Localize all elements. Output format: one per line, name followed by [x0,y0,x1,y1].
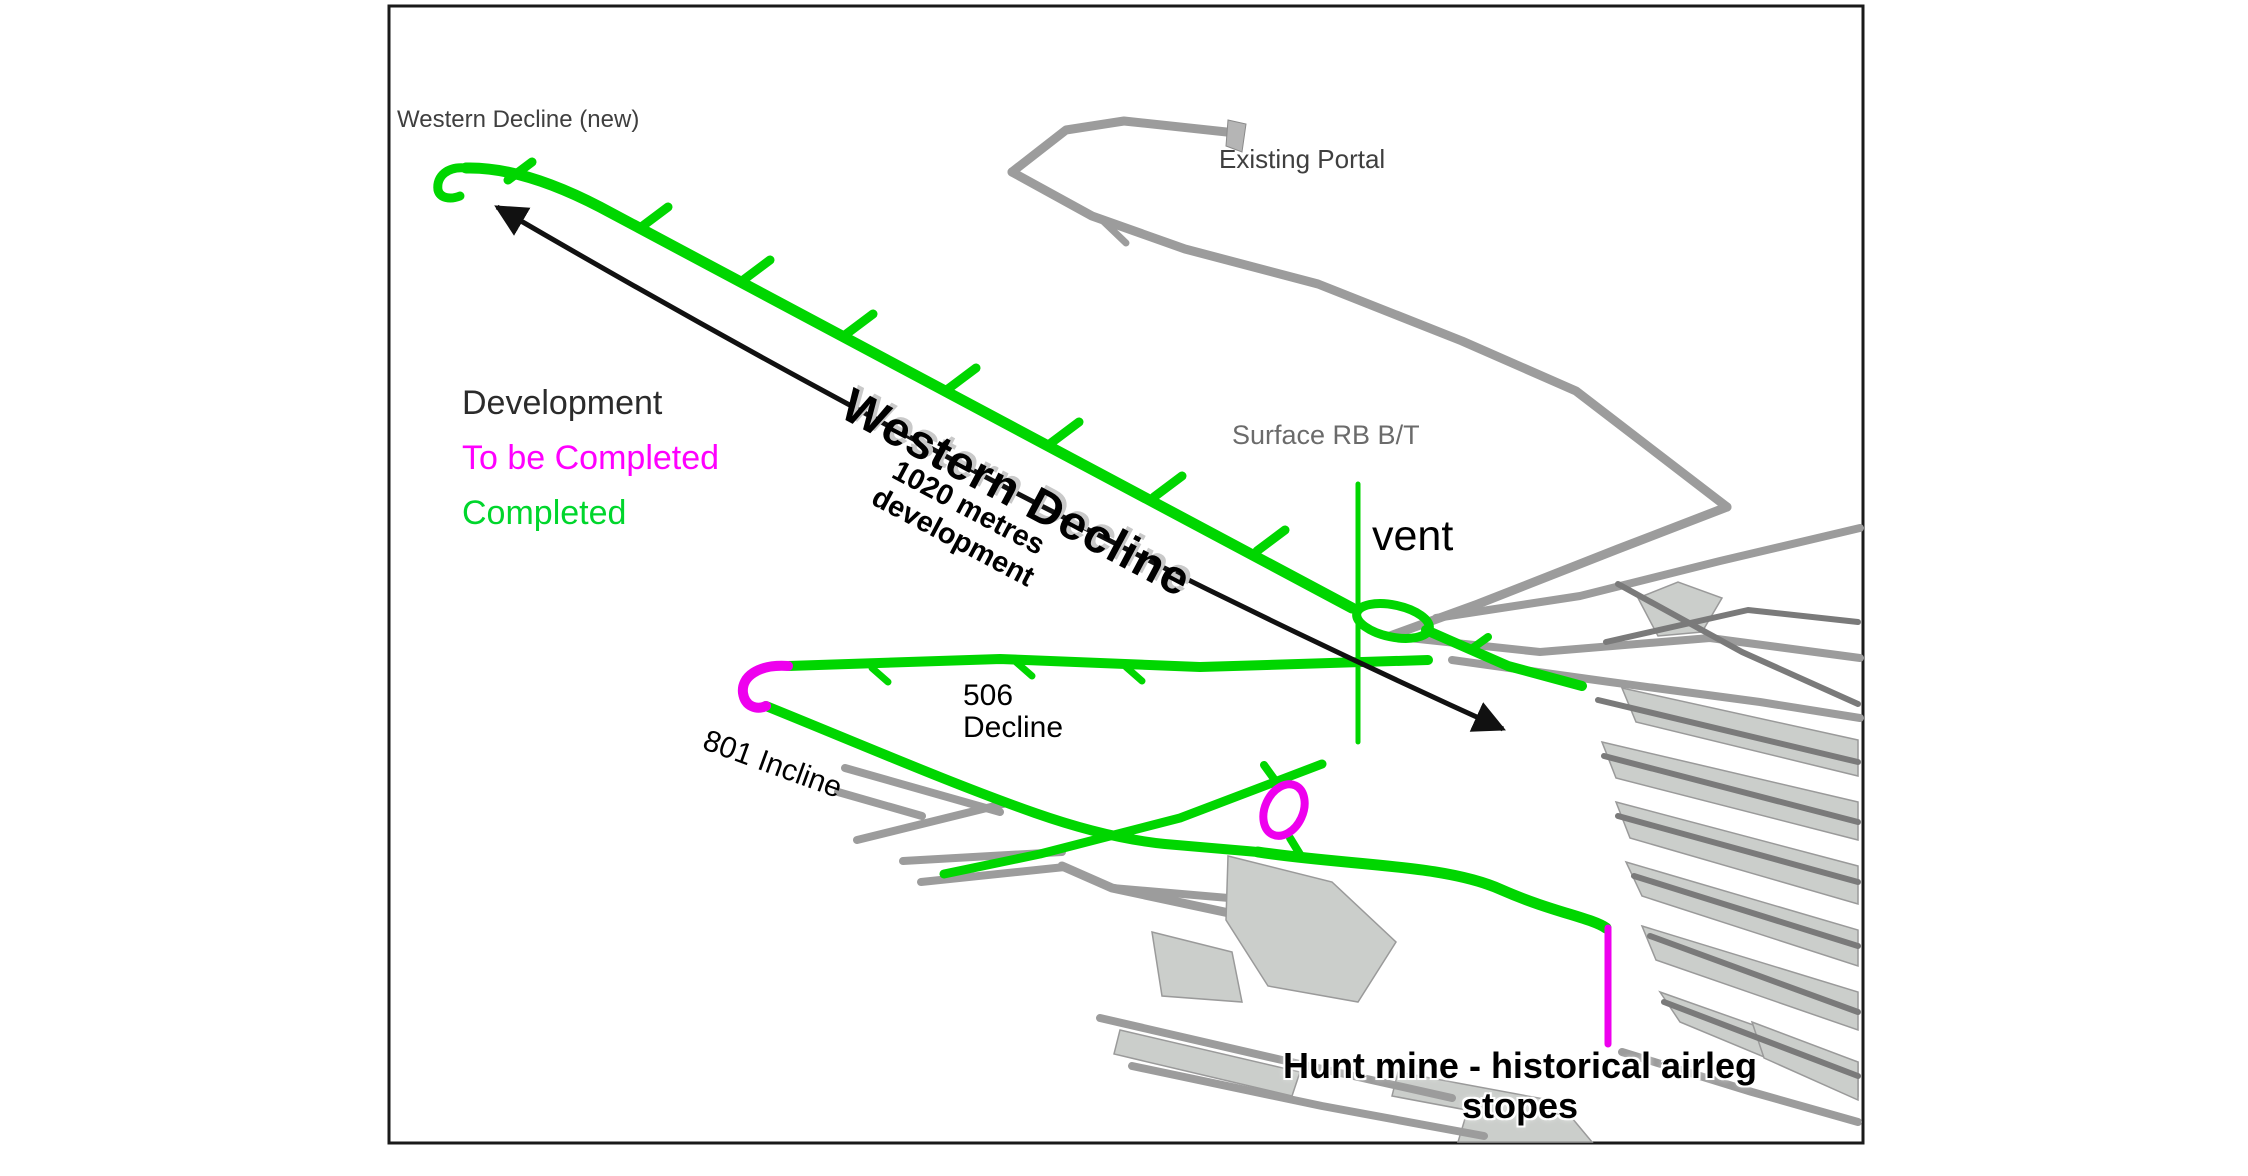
gray-laterals [834,764,1326,931]
magenta-loop [1259,780,1309,840]
surface-rb-label: Surface RB B/T [1232,420,1420,450]
stope-tendril [1096,1014,1456,1102]
drive-to-winze [1252,846,1612,934]
vent-label: vent [1372,512,1454,560]
stope-polygon [1225,855,1397,1003]
stope-drive [1595,697,1861,765]
incline-801-drive [761,701,1263,857]
stope-tendril [1128,1062,1488,1140]
stope-drive [1603,607,1861,645]
legend-title: Development [462,384,663,422]
gray-lateral [841,764,1004,816]
legend: Development To be Completed Completed [462,376,719,541]
stope-drive [1647,933,1861,1015]
decline-506-line1: 506 [963,679,1014,712]
existing-portal-label: Existing Portal [1219,144,1386,174]
legend-item-completed: Completed [462,494,627,532]
gray-lateral [917,863,1069,886]
stope-polygon [1624,860,1859,968]
level-506-drive [783,654,1433,672]
gray-lateral [834,788,926,820]
crossing-drive [939,759,1327,879]
loop-tail [1286,834,1305,860]
western-decline-drive [460,162,1358,614]
stope-drive [1661,999,1861,1079]
distance-arrow [494,204,1506,732]
decline-face-hairpin [433,163,471,203]
legend-item-to-be-completed: To be Completed [462,439,720,477]
hunt-line1: Hunt mine - historical airleg [1282,1045,1758,1086]
portal-end-cap [1225,119,1247,153]
stope-tendril [1618,1048,1862,1126]
stope-polygon [1750,1020,1859,1102]
hunt-mine-label: Hunt mine - historical airleg stopes [1270,1046,1770,1126]
gray-lateral [853,799,1011,844]
loop-tail [1260,761,1281,787]
decline-stub [503,157,537,185]
decline-506-line2: Decline [963,711,1064,744]
decline-506-label: 506 Decline [963,680,1063,744]
stope-polygon [1151,930,1243,1003]
hunt-mine-stopes [1096,581,1862,1143]
western-decline-new-label: Western Decline (new) [397,106,640,133]
stope-polygon [1614,800,1859,905]
portal-upper-arm [1007,116,1241,177]
stope-drive [1615,813,1861,885]
stope-drive [1631,873,1861,949]
stope-drive [1601,753,1861,825]
gray-rising-drive [1432,524,1864,622]
stope-drive [1615,581,1861,707]
hunt-line2: stopes [1461,1085,1579,1126]
